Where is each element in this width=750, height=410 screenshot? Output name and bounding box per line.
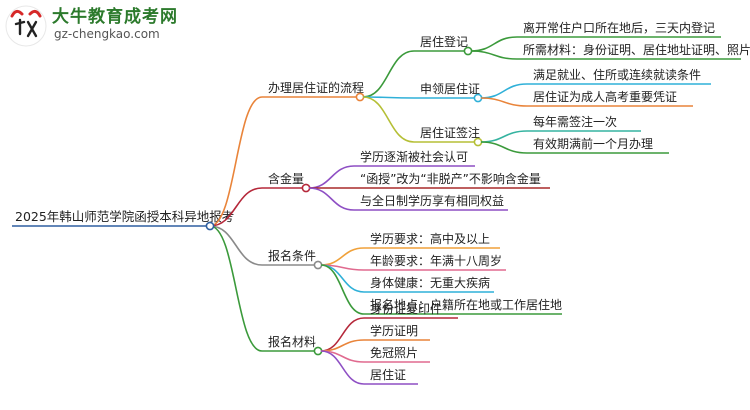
branch-label: 办理居住证的流程 [268, 80, 364, 95]
branch-node-dot [301, 183, 311, 193]
subbranch-node-dot [463, 46, 473, 56]
leaf-label: 满足就业、住所或连续就读条件 [533, 67, 701, 82]
leaf-label: 居住证为成人高考重要凭证 [533, 89, 677, 104]
branch-node-dot [313, 260, 323, 270]
subbranch-node-dot [473, 137, 483, 147]
root-node-dot [205, 221, 215, 231]
leaf-connector [470, 50, 518, 60]
leaf-connector [308, 165, 355, 189]
site-logo[interactable]: 大牛教育成考网 gz-chengkao.com [0, 0, 200, 55]
leaf-label: 每年需签注一次 [533, 114, 617, 129]
leaf-label: 与全日制学历享有相同权益 [360, 193, 504, 208]
subbranch-connector [362, 50, 415, 98]
branch-connector [209, 96, 263, 227]
branch-node-dot [355, 92, 365, 102]
leaf-label: 身份证复印件 [370, 301, 442, 316]
leaf-connector [470, 36, 518, 52]
leaf-connector [480, 83, 528, 99]
branch-connector [209, 187, 263, 227]
root-node-label: 2025年韩山师范学院函授本科异地报考 [15, 209, 234, 224]
leaf-label: 居住证 [370, 368, 406, 382]
leaf-label: 报名地点：户籍所在地或工作居住地 [370, 297, 562, 312]
branch-label: 含金量 [268, 171, 304, 186]
subbranch-label: 申领居住证 [420, 82, 480, 96]
leaf-connector [480, 141, 528, 154]
logo-title: 大牛教育成考网 [52, 7, 178, 27]
leaf-connector [320, 247, 365, 266]
leaf-connector [308, 187, 355, 211]
subbranch-label: 居住证签注 [420, 125, 480, 140]
leaf-connector [320, 264, 365, 315]
leaf-connector [480, 97, 528, 107]
leaf-label: 离开常住户口所在地后，三天内登记 [523, 20, 715, 35]
leaf-label: 所需材料：身份证明、居住地址证明、照片 [523, 42, 750, 57]
leaf-label: 年龄要求：年满十八周岁 [370, 253, 502, 268]
subbranch-connector [362, 96, 415, 143]
leaf-connector [320, 350, 365, 385]
subbranch-label: 居住登记 [420, 34, 468, 49]
leaf-label: “函授”改为“非脱产”不影响含金量 [360, 171, 541, 186]
leaf-label: 学历证明 [370, 323, 418, 338]
leaf-label: 学历要求：高中及以上 [370, 231, 490, 246]
bull-mascot-icon [5, 5, 47, 47]
branch-label: 报名材料 [268, 334, 316, 349]
branch-node-dot [313, 346, 323, 356]
branch-connector [209, 225, 263, 352]
subbranch-node-dot [473, 93, 483, 103]
leaf-label: 身体健康：无重大疾病 [370, 275, 490, 290]
leaf-connector [480, 130, 528, 143]
leaf-label: 有效期满前一个月办理 [533, 136, 653, 151]
branch-label: 报名条件 [268, 248, 316, 263]
logo-url: gz-chengkao.com [54, 27, 160, 41]
leaf-label: 免冠照片 [370, 345, 418, 360]
branch-connector [209, 225, 263, 266]
leaf-label: 学历逐渐被社会认可 [360, 149, 468, 164]
